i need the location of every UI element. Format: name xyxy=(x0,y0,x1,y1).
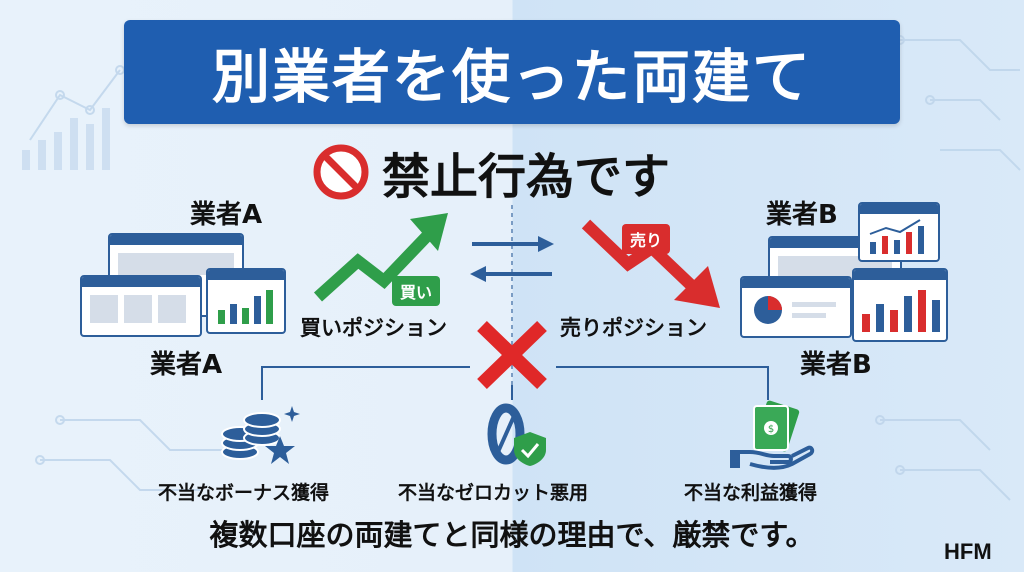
reason-label-zerocut: 不当なゼロカット悪用 xyxy=(398,482,589,504)
page-title: 別業者を使った両建て xyxy=(211,43,812,111)
chart-window-icon xyxy=(852,268,948,342)
broker-b-label-bottom: 業者B xyxy=(800,350,872,380)
zero-shield-icon xyxy=(487,403,546,466)
subtitle-row: 禁止行為です xyxy=(312,140,712,205)
pie-chart-window-icon xyxy=(740,276,852,338)
exchange-arrows-icon xyxy=(470,236,554,282)
broker-a-label-bottom: 業者A xyxy=(150,350,223,380)
broker-b-label-top: 業者B xyxy=(766,200,838,230)
reason-label-profit: 不当な利益獲得 xyxy=(684,482,818,504)
browser-window-icon xyxy=(80,275,202,337)
subtitle: 禁止行為です xyxy=(382,149,671,205)
sell-arrow-icon xyxy=(581,219,720,308)
coins-star-icon xyxy=(221,406,300,464)
reason-label-bonus: 不当なボーナス獲得 xyxy=(158,482,330,504)
chart-window-icon xyxy=(858,202,940,262)
bottom-statement: 複数口座の両建てと同様の理由で、厳禁です。 xyxy=(209,518,815,552)
chart-window-icon xyxy=(206,268,286,334)
buy-arrow-icon xyxy=(313,213,448,302)
buy-position-label: 買いポジション xyxy=(300,316,447,340)
connector-lines xyxy=(261,366,769,400)
money-hand-icon: $ xyxy=(730,400,815,470)
hfm-logo: HFM xyxy=(944,539,992,564)
sell-badge: 売り xyxy=(622,224,671,254)
broker-a-label-top: 業者A xyxy=(190,200,263,230)
title-banner: 別業者を使った両建て xyxy=(124,20,900,124)
sell-position-label: 売りポジション xyxy=(560,316,707,340)
svg-text:$: $ xyxy=(768,424,774,435)
prohibition-cross-icon xyxy=(477,320,547,390)
prohibited-icon xyxy=(313,144,369,200)
buy-badge: 買い xyxy=(392,276,441,306)
